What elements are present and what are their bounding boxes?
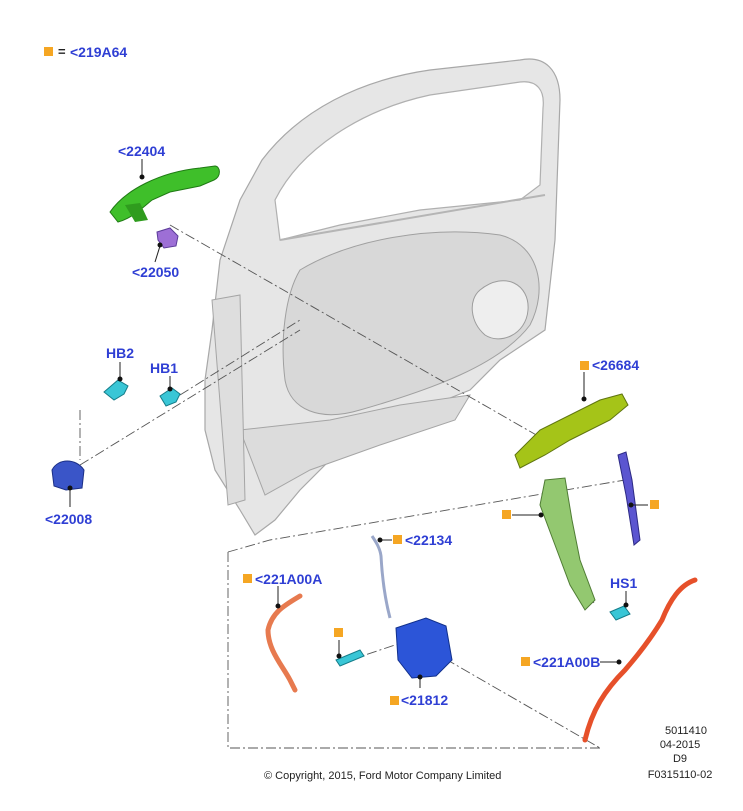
marker-22134 (393, 535, 402, 544)
callout-22404[interactable]: <22404 (118, 143, 165, 159)
door-window-frame (274, 81, 544, 241)
hinge-bolt-hb2-shape (103, 379, 129, 401)
copyright-text: © Copyright, 2015, Ford Motor Company Li… (264, 770, 501, 782)
leader-dot-22008 (67, 485, 73, 491)
hinge-bolt-hb2-part[interactable] (103, 379, 129, 401)
latch-rod-shape (370, 535, 392, 619)
door-lower-pocket (239, 394, 471, 496)
marker-latch-bolt (334, 628, 343, 637)
figure-date: 04-2015 (660, 739, 700, 751)
door-latch-part[interactable] (395, 617, 453, 679)
door-hinge-pillar (211, 294, 246, 506)
callout-221a00a[interactable]: <221A00A (255, 571, 322, 587)
cable-221a00b-part[interactable] (582, 577, 698, 743)
cable-221a00a-shape (265, 593, 303, 693)
leader-dot-22050 (157, 242, 163, 248)
legend-code[interactable]: <219A64 (70, 44, 127, 60)
exterior-handle-part[interactable] (109, 165, 220, 223)
handle-carrier-shape (514, 393, 629, 469)
marker-seal (650, 500, 659, 509)
marker-reinforcement (502, 510, 511, 519)
assembly-line-latch-diag (429, 649, 601, 749)
door-speaker-pocket (471, 280, 529, 340)
assembly-line-frame-top (227, 479, 626, 553)
leader-dot-hb2 (117, 376, 123, 382)
seal-strip-part[interactable] (617, 451, 641, 546)
latch-bolt-shape (335, 649, 365, 667)
exterior-handle-mount (125, 203, 148, 222)
legend-equals: = (58, 44, 66, 59)
assembly-line-handle (169, 224, 546, 441)
leader-dot-22404 (139, 174, 145, 180)
callout-hb1[interactable]: HB1 (150, 360, 178, 376)
door-cavity-opening (282, 231, 540, 416)
leader-dot-22134 (377, 537, 383, 543)
reinforcement-shape (539, 477, 596, 611)
leader-dot-221a00b (616, 659, 622, 665)
handle-carrier-part[interactable] (514, 393, 629, 469)
leader-dot-reinforcement (538, 512, 544, 518)
seal-strip-shape (617, 451, 641, 546)
exterior-handle-shape (109, 165, 220, 223)
leader-dot-seal (628, 502, 634, 508)
cable-221a00a-part[interactable] (265, 593, 303, 693)
latch-rod-part[interactable] (370, 535, 392, 619)
leader-dot-hs1 (623, 602, 629, 608)
legend: = <219A64 (44, 44, 127, 60)
door-inner-panel (204, 58, 561, 536)
assembly-line-hinge-bolts (179, 319, 301, 396)
marker-26684 (580, 361, 589, 370)
marker-221a00b (521, 657, 530, 666)
figure-variant: D9 (673, 753, 687, 765)
reinforcement-part[interactable] (539, 477, 596, 611)
callout-hb2[interactable]: HB2 (106, 345, 134, 361)
leader-dot-221a00a (275, 603, 281, 609)
figure-id: F0315110-02 (648, 769, 713, 781)
callout-hs1[interactable]: HS1 (610, 575, 637, 591)
leader-dot-hb1 (167, 386, 173, 392)
bezel-22008-shape (51, 460, 85, 491)
screw-hs1-part[interactable] (609, 605, 631, 621)
marker-21812 (390, 696, 399, 705)
handle-bracket-part[interactable] (156, 227, 179, 249)
callout-22050[interactable]: <22050 (132, 264, 179, 280)
cable-221a00b-shape (582, 577, 698, 743)
door-latch-shape (395, 617, 453, 679)
door-belt-line (279, 194, 546, 241)
assembly-lines (79, 224, 626, 749)
assembly-line-bolt (349, 639, 411, 661)
callout-22134[interactable]: <22134 (405, 532, 452, 548)
bezel-22008-part[interactable] (51, 460, 85, 491)
callout-22008[interactable]: <22008 (45, 511, 92, 527)
latch-bolt-part[interactable] (335, 649, 365, 667)
leader-dot-26684 (581, 396, 587, 402)
screw-hs1-shape (609, 605, 631, 621)
figure-code-1: 5011410 (665, 725, 707, 737)
leader-22050 (154, 245, 161, 263)
callout-26684[interactable]: <26684 (592, 357, 639, 373)
handle-bracket-shape (156, 227, 179, 249)
marker-221a00a (243, 574, 252, 583)
assembly-line-bezel-b (79, 329, 301, 466)
callout-221a00b[interactable]: <221A00B (533, 654, 600, 670)
leader-dot-21812 (417, 674, 423, 680)
callout-21812[interactable]: <21812 (401, 692, 448, 708)
legend-marker (44, 47, 53, 56)
leader-dot-latch-bolt (336, 653, 342, 659)
